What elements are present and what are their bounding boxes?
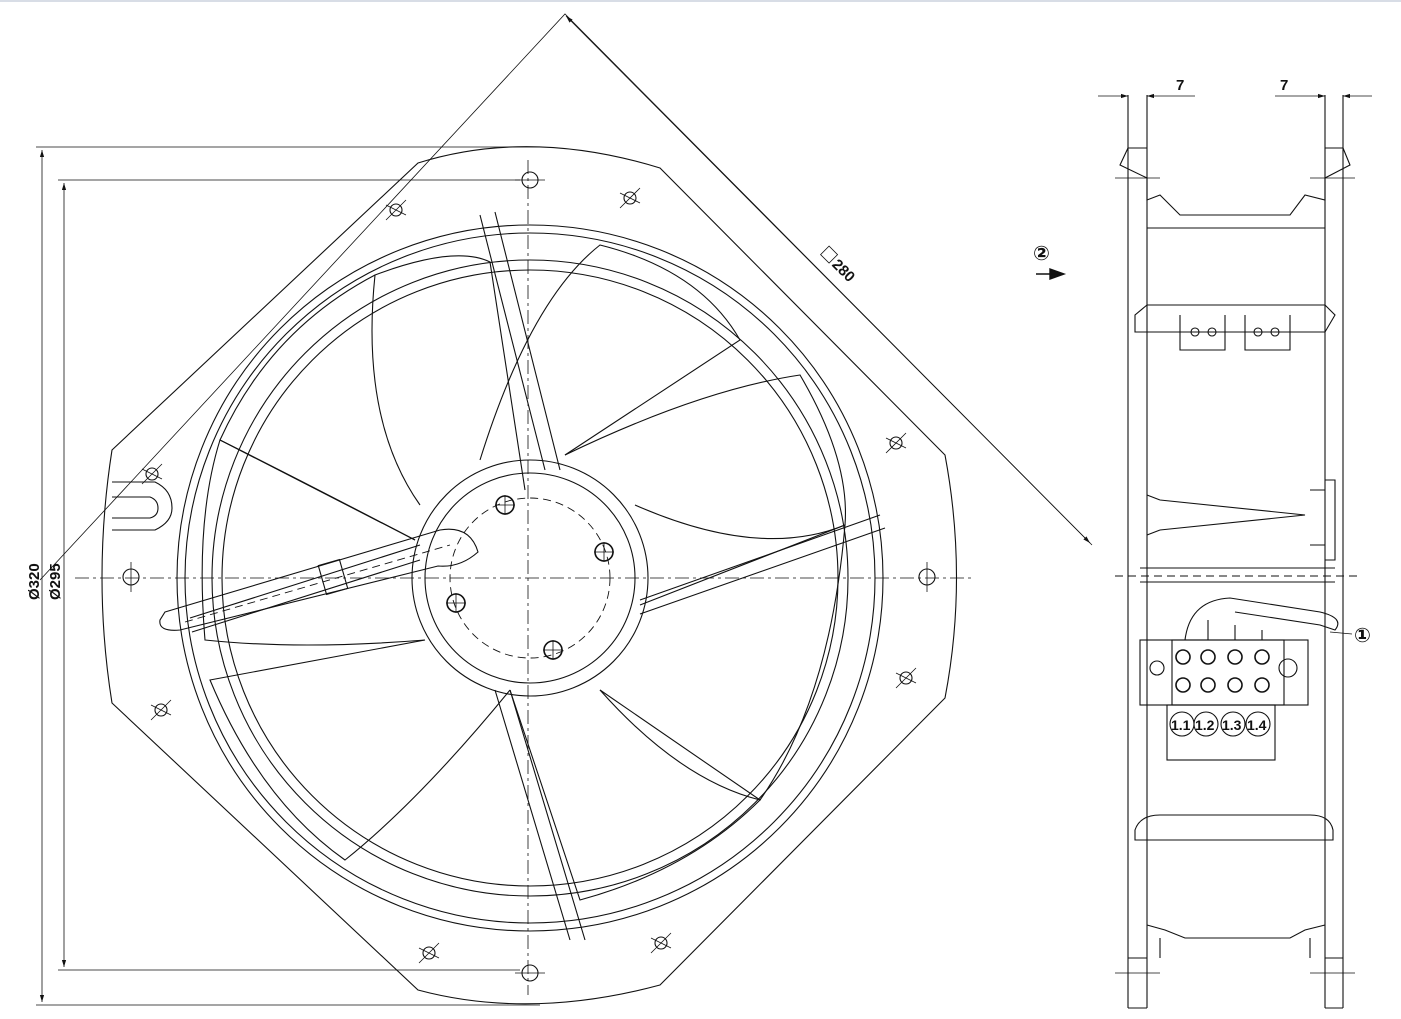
square-symbol-icon: [820, 245, 839, 264]
struts: [189, 211, 886, 941]
top-flange: [1119, 147, 1351, 216]
square-280-outline: [39, 13, 1093, 581]
terminal-screw-left: [1149, 660, 1165, 676]
top-border: [0, 0, 1401, 2]
side-frame-walls: [1127, 95, 1344, 1008]
dim-line-280: [565, 15, 1091, 544]
side-strut-lower: [1134, 814, 1334, 841]
side-blade-wedge: [1146, 494, 1306, 536]
terminal-box: [1171, 639, 1285, 706]
bottom-flange: [1128, 924, 1343, 959]
side-dimensions: 7 7: [1098, 77, 1372, 99]
terminal-box-outer: [1139, 639, 1309, 706]
side-view: 1.1 1.2 1.3 1.4 7 7 ①: [1098, 77, 1372, 1009]
terminal-1-3: 1.3: [1222, 717, 1242, 733]
terminal-contacts: [1175, 649, 1270, 693]
terminal-wires: [1184, 597, 1339, 641]
housing-outline: [101, 146, 958, 1005]
hub-screws: [446, 495, 614, 660]
front-view: Ø320 Ø295 280: [26, 13, 1093, 1006]
terminal-1-2: 1.2: [1195, 717, 1215, 733]
marker-terminal-box: ①: [1354, 625, 1371, 647]
side-strut-upper: [1134, 304, 1336, 333]
dim-square-280: 280: [828, 256, 858, 286]
terminal-labels: 1.1 1.2 1.3 1.4: [1169, 711, 1271, 737]
terminal-label-box: [1166, 704, 1276, 761]
terminal-1-4: 1.4: [1247, 717, 1267, 733]
terminal-1-1: 1.1: [1171, 717, 1191, 733]
arrow-right-icon: [1036, 268, 1067, 280]
strut-tabs: [1179, 315, 1291, 351]
side-mid-band: [1140, 567, 1335, 583]
marker-airflow: ②: [1033, 243, 1050, 265]
terminal-screw-right: [1278, 658, 1298, 678]
cable-clip: [112, 481, 173, 531]
diameter-dimensions: Ø320 Ø295: [26, 146, 540, 1006]
dim-diameter-320: Ø320: [26, 563, 43, 600]
side-clip: [1310, 479, 1336, 561]
strut-tab-holes: [1190, 327, 1280, 337]
dim-side-7-right: 7: [1280, 77, 1288, 94]
dim-diameter-295: Ø295: [47, 563, 64, 600]
side-frame-caps: [1128, 147, 1343, 1009]
cable-sleeve: [159, 528, 479, 631]
mounting-holes: [122, 171, 936, 982]
dim-side-7-left: 7: [1176, 77, 1184, 94]
